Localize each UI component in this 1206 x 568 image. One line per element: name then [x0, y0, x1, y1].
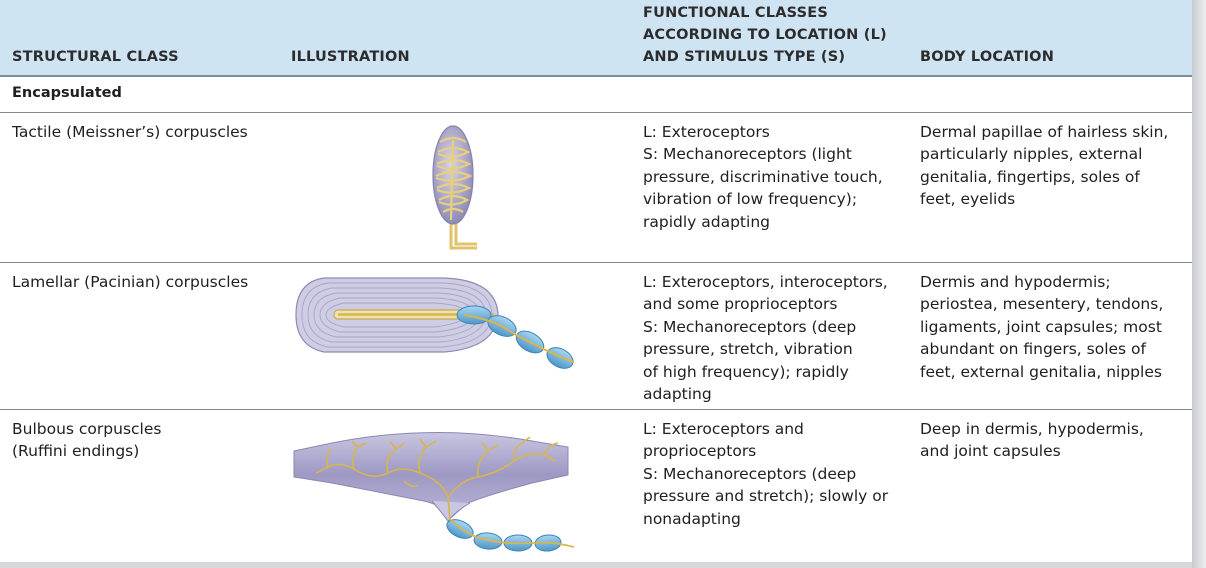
header-structural-class: STRUCTURAL CLASS: [12, 49, 179, 65]
structural-class-cell: Lamellar (Pacinian) corpuscles: [12, 273, 249, 291]
table-header: STRUCTURAL CLASS ILLUSTRATION FUNCTIONAL…: [0, 0, 1192, 77]
group-label: Encapsulated: [12, 85, 122, 101]
meissner-corpuscle-illustration: [420, 120, 490, 254]
page-edge-bottom: [0, 562, 1192, 568]
body-location-cell: Dermis and hypodermis; periostea, mesent…: [920, 273, 1164, 381]
structural-class-cell: Tactile (Meissner’s) corpuscles: [12, 123, 248, 141]
group-row-encapsulated: Encapsulated: [0, 77, 1192, 113]
structural-class-cell: Bulbous corpuscles (Ruffini endings): [12, 420, 162, 461]
functional-classes-cell: L: Exteroceptors, interoceptors, and som…: [643, 273, 888, 404]
header-body-location: BODY LOCATION: [920, 49, 1055, 65]
functional-classes-cell: L: Exteroceptors and proprioceptors S: M…: [643, 420, 889, 528]
ruffini-ending-illustration: [292, 421, 576, 555]
header-functional-classes: FUNCTIONAL CLASSES ACCORDING TO LOCATION…: [643, 5, 887, 65]
table-row: Tactile (Meissner’s) corpuscles: [0, 114, 1192, 263]
pacinian-corpuscle-illustration: [294, 274, 576, 378]
body-location-cell: Deep in dermis, hypodermis, and joint ca…: [920, 420, 1144, 461]
table-row: Lamellar (Pacinian) corpuscles: [0, 264, 1192, 410]
header-illustration: ILLUSTRATION: [291, 49, 410, 65]
body-location-cell: Dermal papillae of hairless skin, partic…: [920, 123, 1169, 209]
functional-classes-cell: L: Exteroceptors S: Mechanoreceptors (li…: [643, 123, 883, 231]
page-edge-right: [1192, 0, 1206, 568]
table-row: Bulbous corpuscles (Ruffini endings): [0, 411, 1192, 561]
